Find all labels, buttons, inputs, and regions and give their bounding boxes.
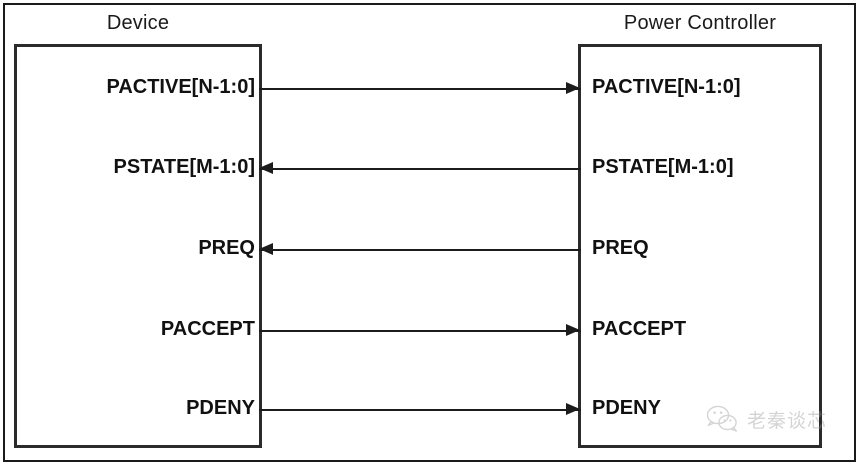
signal-wire-pdeny	[259, 409, 581, 411]
signal-wire-pactive	[259, 88, 581, 90]
controller-signal-label-pdeny: PDENY	[592, 397, 661, 419]
device-signal-label-pactive: PACTIVE[N-1:0]	[106, 76, 255, 98]
controller-signal-label-paccept: PACCEPT	[592, 318, 687, 340]
controller-signal-label-preq: PREQ	[592, 237, 649, 259]
device-block	[14, 44, 262, 448]
power-controller-block-caption: Power Controller	[623, 12, 777, 34]
arrow-right-icon-paccept	[566, 324, 580, 336]
device-signal-label-preq: PREQ	[198, 237, 255, 259]
arrow-right-icon-pdeny	[566, 403, 580, 415]
device-signal-label-pdeny: PDENY	[186, 397, 255, 419]
controller-signal-label-pstate: PSTATE[M-1:0]	[592, 156, 734, 178]
device-signal-label-pstate: PSTATE[M-1:0]	[113, 156, 255, 178]
signal-wire-paccept	[259, 330, 581, 332]
power-controller-block	[578, 44, 822, 448]
signal-wire-preq	[259, 249, 581, 251]
controller-signal-label-pactive: PACTIVE[N-1:0]	[592, 76, 741, 98]
arrow-left-icon-preq	[259, 243, 273, 255]
arrow-left-icon-pstate	[259, 162, 273, 174]
device-signal-label-paccept: PACCEPT	[160, 318, 255, 340]
device-block-caption: Device	[106, 12, 170, 34]
signal-wire-pstate	[259, 168, 581, 170]
arrow-right-icon-pactive	[566, 82, 580, 94]
